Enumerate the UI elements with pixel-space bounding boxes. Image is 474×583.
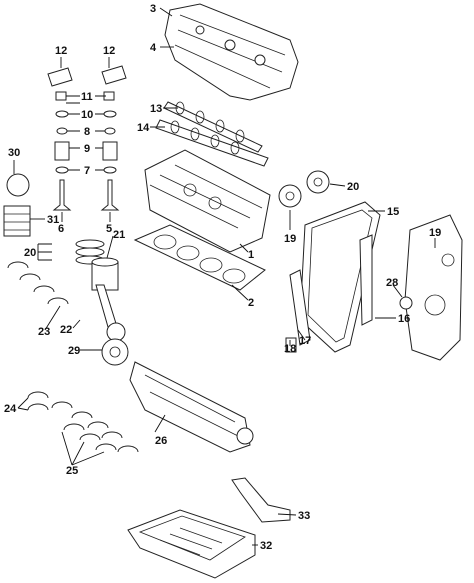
callouts: 3 4 12 12 11 10 8 9 7 6 5 13 14 1 2 19 2… bbox=[4, 3, 441, 552]
callout-4: 4 bbox=[150, 42, 157, 54]
callout-21: 20 bbox=[24, 247, 36, 259]
callout-12-right: 12 bbox=[103, 45, 115, 57]
callout-3: 3 bbox=[150, 3, 156, 15]
rod-bearings bbox=[7, 261, 69, 305]
callout-15: 15 bbox=[387, 206, 399, 218]
callout-24: 23 bbox=[38, 326, 50, 338]
connecting-rod bbox=[95, 284, 126, 342]
chain-guides bbox=[285, 234, 373, 353]
callout-10: 10 bbox=[81, 109, 93, 121]
camshafts bbox=[155, 101, 269, 167]
callout-7: 7 bbox=[84, 165, 90, 177]
piston bbox=[91, 257, 119, 291]
callout-20-right: 20 bbox=[347, 181, 359, 193]
callout-33: 33 bbox=[298, 510, 310, 522]
callout-5: 5 bbox=[106, 223, 112, 235]
callout-6: 6 bbox=[58, 223, 64, 235]
callout-14: 14 bbox=[137, 122, 150, 134]
callout-31: 31 bbox=[47, 214, 59, 226]
callout-12-left: 12 bbox=[55, 45, 67, 57]
oil-pan bbox=[127, 509, 256, 579]
cam-seal bbox=[6, 173, 30, 197]
callout-11: 11 bbox=[81, 91, 93, 103]
callout-9: 9 bbox=[84, 143, 90, 155]
callout-18: 18 bbox=[284, 343, 296, 355]
callout-26: 25 bbox=[66, 465, 78, 477]
callout-28: 29 bbox=[68, 345, 80, 357]
callout-16: 16 bbox=[398, 313, 410, 325]
callout-32: 32 bbox=[260, 540, 272, 552]
callout-23: 22 bbox=[60, 324, 72, 336]
valve-cover bbox=[164, 3, 299, 101]
leader-lines bbox=[13, 7, 436, 546]
head-bolt-set bbox=[3, 205, 31, 237]
callout-29: 28 bbox=[386, 277, 398, 289]
callout-22: 21 bbox=[113, 229, 125, 241]
callout-19: 19 bbox=[429, 227, 441, 239]
crankshaft bbox=[129, 361, 254, 453]
valvetrain-parts bbox=[47, 65, 127, 211]
cylinder-head bbox=[144, 149, 271, 253]
callout-1: 1 bbox=[248, 249, 254, 261]
callout-27: 26 bbox=[155, 435, 167, 447]
callout-2: 2 bbox=[248, 297, 254, 309]
head-gasket bbox=[133, 224, 266, 291]
crank-pulley bbox=[101, 338, 129, 366]
front-seal bbox=[399, 296, 413, 310]
callout-20-left: 19 bbox=[284, 233, 296, 245]
main-bearings bbox=[27, 391, 139, 453]
callout-17: 17 bbox=[299, 335, 311, 347]
callout-8: 8 bbox=[84, 126, 90, 138]
callout-30: 30 bbox=[8, 147, 20, 159]
callout-13: 13 bbox=[150, 103, 162, 115]
callout-25: 24 bbox=[4, 403, 17, 415]
oil-pickup bbox=[231, 477, 291, 523]
cam-sprockets bbox=[278, 170, 330, 208]
